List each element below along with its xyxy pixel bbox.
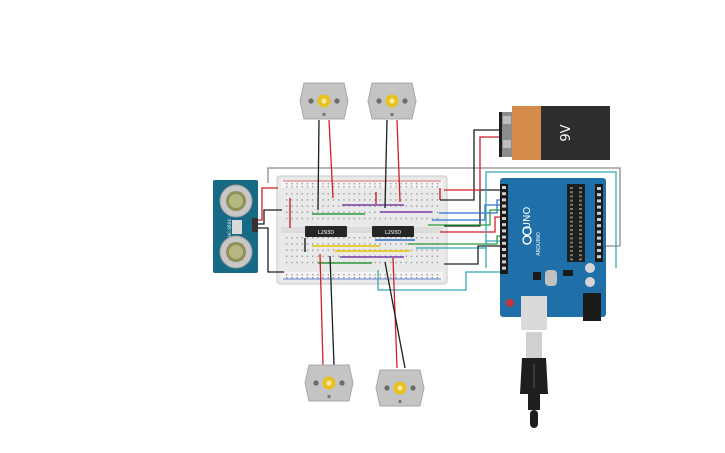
driver-chip-left-label: L293D (318, 230, 334, 236)
driver-chip-left[interactable]: L293D (305, 226, 347, 237)
motor-top-right[interactable] (367, 82, 417, 120)
battery-9v[interactable]: 9V (499, 106, 610, 160)
driver-chip-right[interactable]: L293D (372, 226, 414, 237)
battery-label: 9V (559, 124, 574, 141)
motors (299, 82, 425, 407)
arduino-uno[interactable]: UNO ARDUINO (500, 178, 606, 330)
arduino-brand-label: ARDUINO (536, 232, 542, 256)
breadboard[interactable] (276, 175, 448, 285)
signal-wires (256, 129, 621, 291)
motor-bottom-left[interactable] (304, 364, 354, 402)
sensor-label: HC-SR04 (227, 219, 232, 237)
motor-bottom-right[interactable] (375, 369, 425, 407)
usb-cable[interactable] (520, 332, 548, 428)
ultrasonic-sensor[interactable]: HC-SR04 (213, 180, 258, 273)
arduino-logo (522, 226, 532, 245)
breadboard-holes (286, 183, 439, 279)
arduino-pin-headers (502, 186, 601, 270)
motor-top-left[interactable] (299, 82, 349, 120)
breadboard-jumpers (289, 188, 441, 264)
driver-chip-right-label: L293D (385, 230, 401, 236)
arduino-model-label: UNO (522, 207, 533, 230)
motor-wires (317, 119, 406, 369)
